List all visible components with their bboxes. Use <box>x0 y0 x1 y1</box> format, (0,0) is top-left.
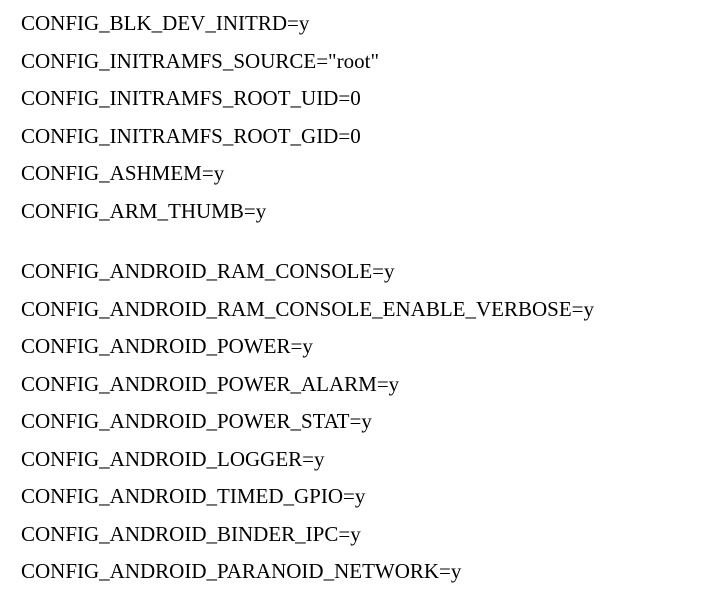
config-block-initramfs: CONFIG_BLK_DEV_INITRD=y CONFIG_INITRAMFS… <box>21 5 379 231</box>
config-line: CONFIG_ANDROID_BINDER_IPC=y <box>21 521 361 546</box>
config-line: CONFIG_ANDROID_RAM_CONSOLE_ENABLE_VERBOS… <box>21 296 595 321</box>
config-line: CONFIG_ARM_THUMB=y <box>21 198 267 223</box>
config-line: CONFIG_ANDROID_LOGGER=y <box>21 446 325 471</box>
config-line: CONFIG_ANDROID_POWER_STAT=y <box>21 409 372 433</box>
config-line: CONFIG_ANDROID_TIMED_GPIO=y <box>21 484 366 508</box>
config-line: CONFIG_INITRAMFS_SOURCE="root" <box>21 48 380 73</box>
config-line: CONFIG_ASHMEM=y <box>21 161 225 186</box>
config-line: CONFIG_INITRAMFS_ROOT_GID=0 <box>21 123 361 148</box>
config-line: CONFIG_BLK_DEV_INITRD=y <box>21 11 310 35</box>
config-line: CONFIG_ANDROID_POWER=y <box>21 334 313 358</box>
config-line: CONFIG_ANDROID_RAM_CONSOLE=y <box>21 259 395 283</box>
config-block-android: CONFIG_ANDROID_RAM_CONSOLE=y CONFIG_ANDR… <box>21 253 594 591</box>
config-line: CONFIG_ANDROID_POWER_ALARM=y <box>21 371 400 396</box>
config-line: CONFIG_INITRAMFS_ROOT_UID=0 <box>21 86 361 111</box>
config-line: CONFIG_ANDROID_PARANOID_NETWORK=y <box>21 559 462 583</box>
